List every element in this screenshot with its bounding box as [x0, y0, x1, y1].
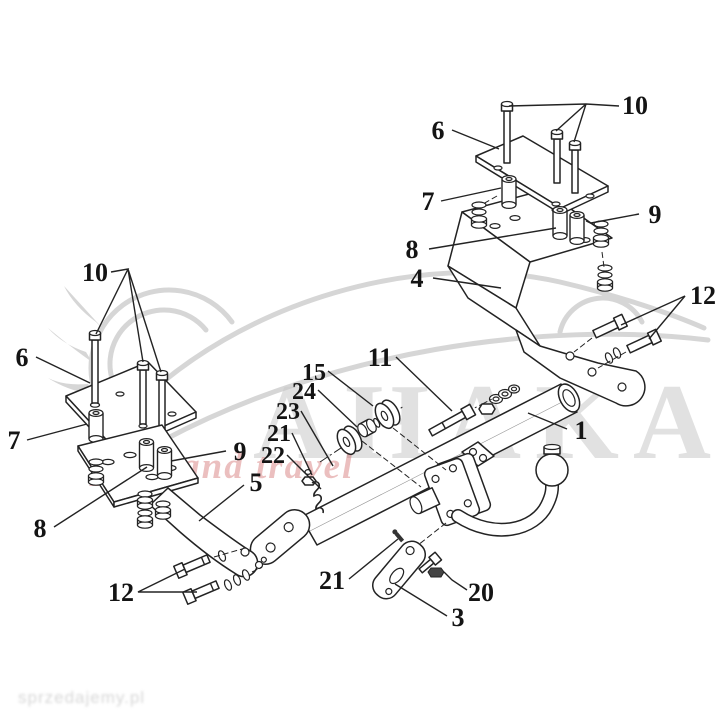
part-label-8-left: 8	[34, 514, 47, 543]
spacer-tube-right-2	[569, 210, 585, 246]
part-label-21-bottom: 21	[319, 566, 345, 595]
mount-plate-3	[371, 540, 427, 600]
fastener-21	[392, 529, 405, 543]
side-bracket-left	[77, 424, 264, 578]
bolt-20	[418, 551, 445, 578]
part-label-5: 5	[250, 468, 263, 497]
disc-washer-15	[374, 399, 401, 430]
spacer-tube-left-2	[156, 445, 173, 481]
part-label-20: 20	[468, 578, 494, 607]
part-label-11: 11	[368, 343, 393, 372]
part-label-1: 1	[575, 416, 588, 445]
left-mount-assembly	[65, 329, 264, 605]
part-label-10-left: 10	[82, 258, 108, 287]
part-label-9-right: 9	[649, 200, 662, 229]
center-small-parts	[301, 398, 493, 600]
part-label-9-left: 9	[234, 437, 247, 466]
part-label-6-left: 6	[16, 343, 29, 372]
part-label-6-right: 6	[432, 116, 445, 145]
part-label-12-left: 12	[108, 578, 134, 607]
part-label-22: 22	[261, 443, 285, 469]
part-label-8-right: 8	[406, 235, 419, 264]
washer-nut-stacks-right	[470, 195, 614, 292]
leader-lines	[26, 103, 686, 617]
part-label-7-left: 7	[8, 426, 21, 455]
part-label-15: 15	[302, 360, 326, 386]
side-bracket-right	[447, 189, 646, 407]
spacer-sleeve-right	[501, 174, 517, 210]
part-label-24: 24	[292, 379, 316, 405]
part-label-12-right: 12	[690, 281, 716, 310]
spacer-tube-right-1	[552, 205, 568, 241]
part-label-23: 23	[276, 399, 300, 425]
ball-clamp-assembly	[409, 384, 569, 537]
spacer-sleeve-left	[88, 408, 104, 444]
watermark-corner-text: sprzedajemy.pl	[18, 688, 145, 707]
part-label-10-right: 10	[622, 91, 648, 120]
spacer-tube-left-1	[138, 437, 155, 473]
bushing-23	[357, 417, 381, 438]
part-label-7-right: 7	[422, 187, 435, 216]
long-bolts-left	[88, 329, 169, 437]
part-label-21-middle: 21	[267, 421, 291, 447]
part-number-labels: 10 6 7 9 8 5 12 6 10 7 9 8 4 12 11 15 24…	[8, 91, 717, 632]
disc-washer-24	[336, 425, 363, 456]
bolts-12-right	[573, 313, 662, 369]
part-label-3: 3	[452, 603, 465, 632]
part-label-4: 4	[411, 264, 424, 293]
bolt-11	[428, 403, 477, 437]
right-mount-assembly	[447, 100, 662, 407]
tow-ball	[535, 453, 569, 487]
